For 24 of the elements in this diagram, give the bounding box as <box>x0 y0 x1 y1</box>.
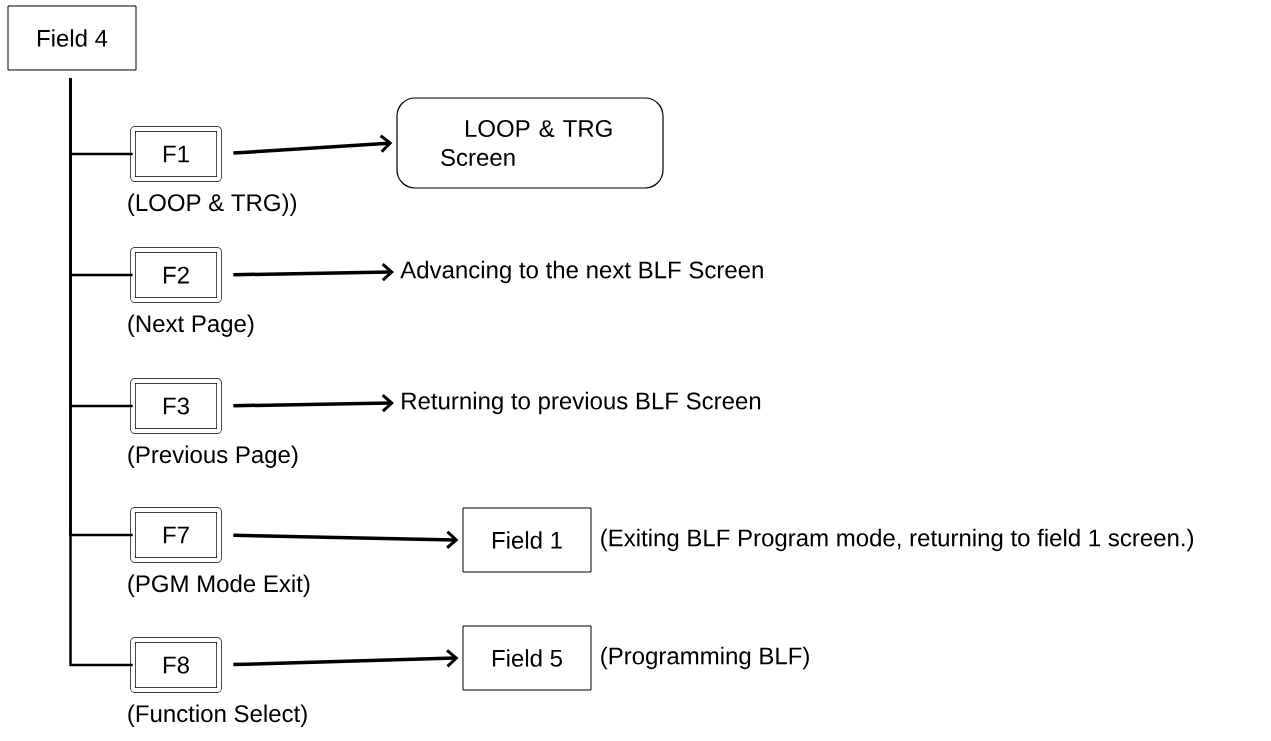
arrow <box>233 134 393 155</box>
key-button: F3 <box>130 378 222 434</box>
description-text: Advancing to the next BLF Screen <box>400 260 763 284</box>
caption-text: (PGM Mode Exit) <box>128 574 310 597</box>
field-box: Field 4 <box>7 5 137 71</box>
arrow <box>233 530 459 549</box>
tree-line <box>69 78 133 667</box>
caption-text: (Exiting BLF Program mode, returning to field 1 screen.) <box>601 528 1194 552</box>
caption-text: (LOOP & TRG)) <box>128 193 297 216</box>
arrow <box>233 394 394 413</box>
field-box: Field 5 <box>462 625 592 691</box>
key-button: F7 <box>130 507 222 563</box>
description-text: Returning to previous BLF Screen <box>402 391 761 415</box>
arrow <box>233 649 459 668</box>
screen-box: LOOP & TRG Screen <box>396 97 664 189</box>
arrow <box>233 263 394 282</box>
caption-text: (Previous Page) <box>128 445 298 468</box>
caption-text: (Programming BLF) <box>601 646 809 670</box>
caption-text: (Next Page) <box>128 314 254 337</box>
key-button: F8 <box>130 637 222 693</box>
key-button: F1 <box>130 126 222 182</box>
caption-text: (Function Select) <box>128 704 307 727</box>
key-button: F2 <box>130 247 222 303</box>
field-box: Field 1 <box>462 507 592 573</box>
